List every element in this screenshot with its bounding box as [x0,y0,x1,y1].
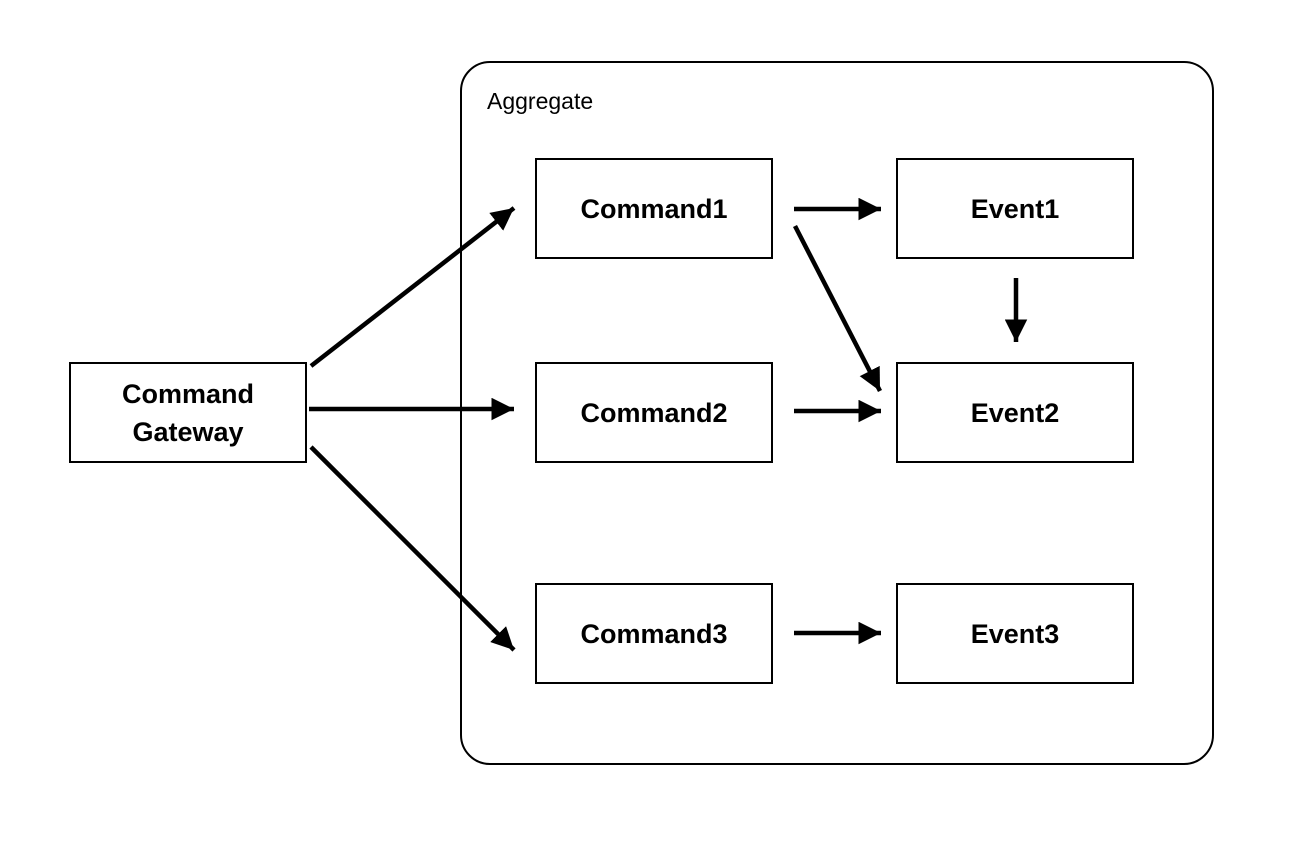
command2-label: Command2 [580,397,728,428]
aggregate-label: Aggregate [487,88,594,114]
command-gateway-node: Command Gateway [69,362,307,463]
command1-label: Command1 [580,193,728,224]
command-gateway-label-line1: Command [121,378,254,409]
command1-node: Command1 [535,158,773,259]
aggregate-boundary [460,61,1214,765]
command3-label: Command3 [580,618,728,649]
event1-node: Event1 [896,158,1134,259]
command-gateway-label-line2: Gateway [132,416,244,447]
event2-label: Event2 [970,397,1060,428]
event3-label: Event3 [970,618,1060,649]
command2-node: Command2 [535,362,773,463]
command3-node: Command3 [535,583,773,684]
event1-label: Event1 [970,193,1060,224]
event2-node: Event2 [896,362,1134,463]
event3-node: Event3 [896,583,1134,684]
